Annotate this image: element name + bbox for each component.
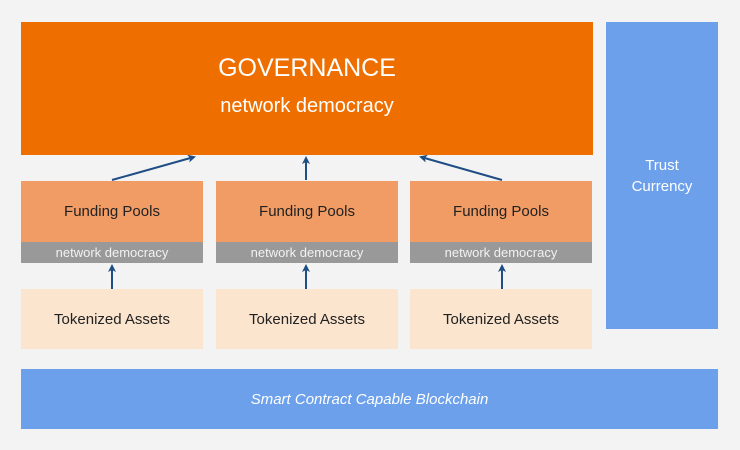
tokenized-assets-box-2: Tokenized Assets — [216, 289, 398, 349]
funding-pools-box-3: Funding Pools — [410, 181, 592, 242]
funding-pools-box-2: Funding Pools — [216, 181, 398, 242]
arrow-up-3 — [419, 154, 503, 181]
network-democracy-band-1: network democracy — [21, 242, 203, 263]
network-democracy-band-2: network democracy — [216, 242, 398, 263]
tokenized-assets-box-3: Tokenized Assets — [410, 289, 592, 349]
tokenized-assets-box-1: Tokenized Assets — [21, 289, 203, 349]
trust-line-1: Trust — [645, 156, 679, 174]
blockchain-box: Smart Contract Capable Blockchain — [21, 369, 718, 429]
governance-subtitle: network democracy — [220, 94, 394, 117]
governance-title: GOVERNANCE — [218, 53, 396, 82]
governance-box: GOVERNANCE network democracy — [21, 22, 593, 155]
trust-currency-box: Trust Currency — [606, 22, 718, 329]
network-democracy-band-3: network democracy — [410, 242, 592, 263]
funding-pools-box-1: Funding Pools — [21, 181, 203, 242]
arrow-up-1 — [111, 154, 196, 181]
trust-line-2: Currency — [631, 177, 693, 195]
